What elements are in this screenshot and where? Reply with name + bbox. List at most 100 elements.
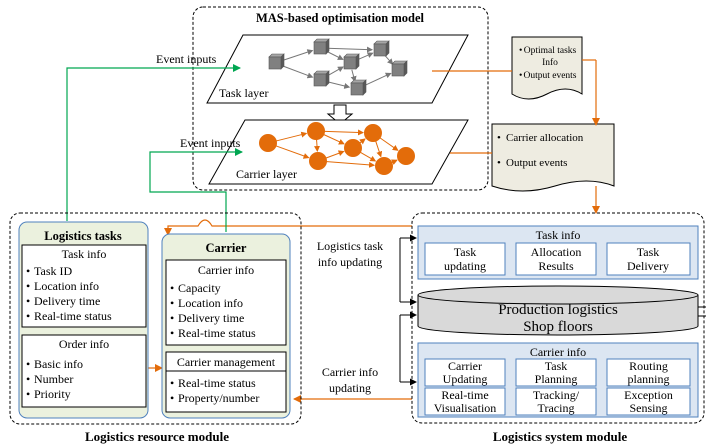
task-info-item: Location info [34, 279, 99, 293]
carrier-link [271, 131, 308, 145]
carrier-function-label: Real-time [441, 388, 488, 402]
task-note-line-3: Output events [523, 71, 576, 81]
svg-text:•: • [170, 376, 174, 390]
task-node-cube-icon [373, 40, 390, 57]
carrier-function-cell [606, 358, 691, 387]
carrier-link [354, 138, 366, 149]
carrier-updating-label-1: Carrier info [322, 365, 378, 379]
carrier-management-box [165, 351, 287, 413]
svg-text:•: • [170, 281, 174, 295]
carrier-info-title: Carrier info [198, 263, 254, 277]
task-info-item: Delivery time [34, 294, 100, 308]
carrier-node-icon [309, 152, 327, 170]
task-link [326, 81, 351, 89]
carrier-function-cell [515, 358, 597, 387]
carrier-function-label: Sensing [629, 401, 667, 415]
shop-floor-line-2: Shop floors [523, 319, 593, 335]
order-info-item: Basic info [34, 357, 83, 371]
carrier-link [270, 141, 310, 159]
carrier-management-title: Carrier management [177, 355, 276, 369]
carrier-link [321, 158, 376, 168]
carrier-link [320, 150, 345, 163]
logistics-system-module: Logistics system module Task info Task u… [411, 212, 706, 444]
task-node-cube-icon [391, 60, 408, 77]
carrier-output-note: • Carrier allocation • Output events [491, 123, 615, 192]
carrier-link [318, 129, 345, 145]
carrier-function-label: Planning [535, 372, 578, 386]
task-link [326, 50, 344, 60]
order-info-item: Priority [34, 387, 71, 401]
task-info-box [21, 244, 147, 328]
task-node-cube-icon [343, 53, 360, 70]
carrier-function-cell [424, 358, 506, 387]
task-updating-label-2: info updating [318, 255, 382, 269]
update-connections [399, 234, 417, 386]
carrier-node-icon [364, 124, 382, 142]
svg-text:updating: updating [444, 259, 486, 273]
svg-text:Results: Results [538, 259, 574, 273]
carrier-function-label: Tracking/ [533, 388, 580, 402]
svg-text:•: • [497, 132, 501, 144]
carrier-link [374, 132, 399, 151]
mas-model-title: MAS-based optimisation model [256, 11, 425, 25]
task-layer-label: Task layer [219, 86, 268, 100]
svg-text:Delivery: Delivery [627, 259, 669, 273]
svg-text:•: • [26, 372, 30, 386]
carrier-note-line-1: Carrier allocation [506, 132, 584, 144]
carrier-info-item: Capacity [178, 281, 221, 295]
event-input-connections [66, 64, 243, 232]
svg-text:Allocation: Allocation [531, 245, 582, 259]
carrier-function-label: Exception [624, 388, 673, 402]
carrier-note-line-2: Output events [506, 157, 567, 169]
carrier-function-label: Routing [629, 359, 668, 373]
carrier-updating-label-2: updating [329, 381, 371, 395]
event-inputs-label-bottom: Event inputs [180, 136, 241, 150]
task-info-item: Task ID [34, 264, 72, 278]
svg-text:•: • [170, 311, 174, 325]
svg-text:•: • [26, 357, 30, 371]
task-updating-cell [424, 242, 506, 276]
mas-model-panel: MAS-based optimisation model Task layer … [192, 6, 489, 191]
carrier-node-icon [307, 122, 325, 140]
system-module-title: Logistics system module [493, 429, 628, 444]
task-info-title: Task info [62, 247, 107, 261]
carrier-node-icon [375, 157, 393, 175]
carrier-management-item: Property/number [178, 391, 259, 405]
svg-text:•: • [519, 71, 522, 81]
logistics-resource-module: Logistics resource module Logistics task… [9, 212, 302, 444]
carrier-link [313, 134, 320, 153]
carrier-function-label: Carrier [448, 359, 482, 373]
carrier-function-label: Task [545, 359, 568, 373]
layer-transition-arrow [326, 104, 354, 125]
carrier-layer-label: Carrier layer [236, 167, 297, 181]
task-link [281, 49, 314, 62]
task-updating-label-1: Logistics task [317, 239, 383, 253]
resource-module-title: Logistics resource module [85, 429, 229, 444]
task-link [384, 54, 394, 65]
carrier-function-label: Updating [443, 372, 488, 386]
carrier-info-item: Real-time status [178, 326, 256, 340]
task-info-item: Real-time status [34, 309, 112, 323]
task-output-note: Optimal tasks Info Output events • • [511, 36, 583, 100]
svg-text:Task: Task [637, 245, 660, 259]
svg-text:•: • [497, 157, 501, 169]
order-info-title: Order info [59, 337, 109, 351]
order-info-item: Number [34, 372, 73, 386]
task-link [281, 65, 314, 79]
svg-text:•: • [26, 387, 30, 401]
svg-text:•: • [170, 296, 174, 310]
carrier-function-label: Visualisation [434, 401, 497, 415]
task-node-cube-icon [268, 53, 285, 70]
task-link [363, 72, 392, 87]
system-carrier-info-title: Carrier info [530, 345, 586, 359]
task-note-line-2: Info [542, 57, 558, 68]
logistics-tasks-title: Logistics tasks [44, 229, 122, 243]
carrier-info-item: Location info [178, 296, 243, 310]
svg-text:•: • [170, 391, 174, 405]
task-node-cube-icon [350, 79, 367, 96]
carrier-link [319, 128, 365, 136]
allocation-results-cell [515, 242, 597, 276]
event-inputs-label-top: Event inputs [156, 52, 217, 66]
carrier-management-item: Real-time status [178, 376, 256, 390]
